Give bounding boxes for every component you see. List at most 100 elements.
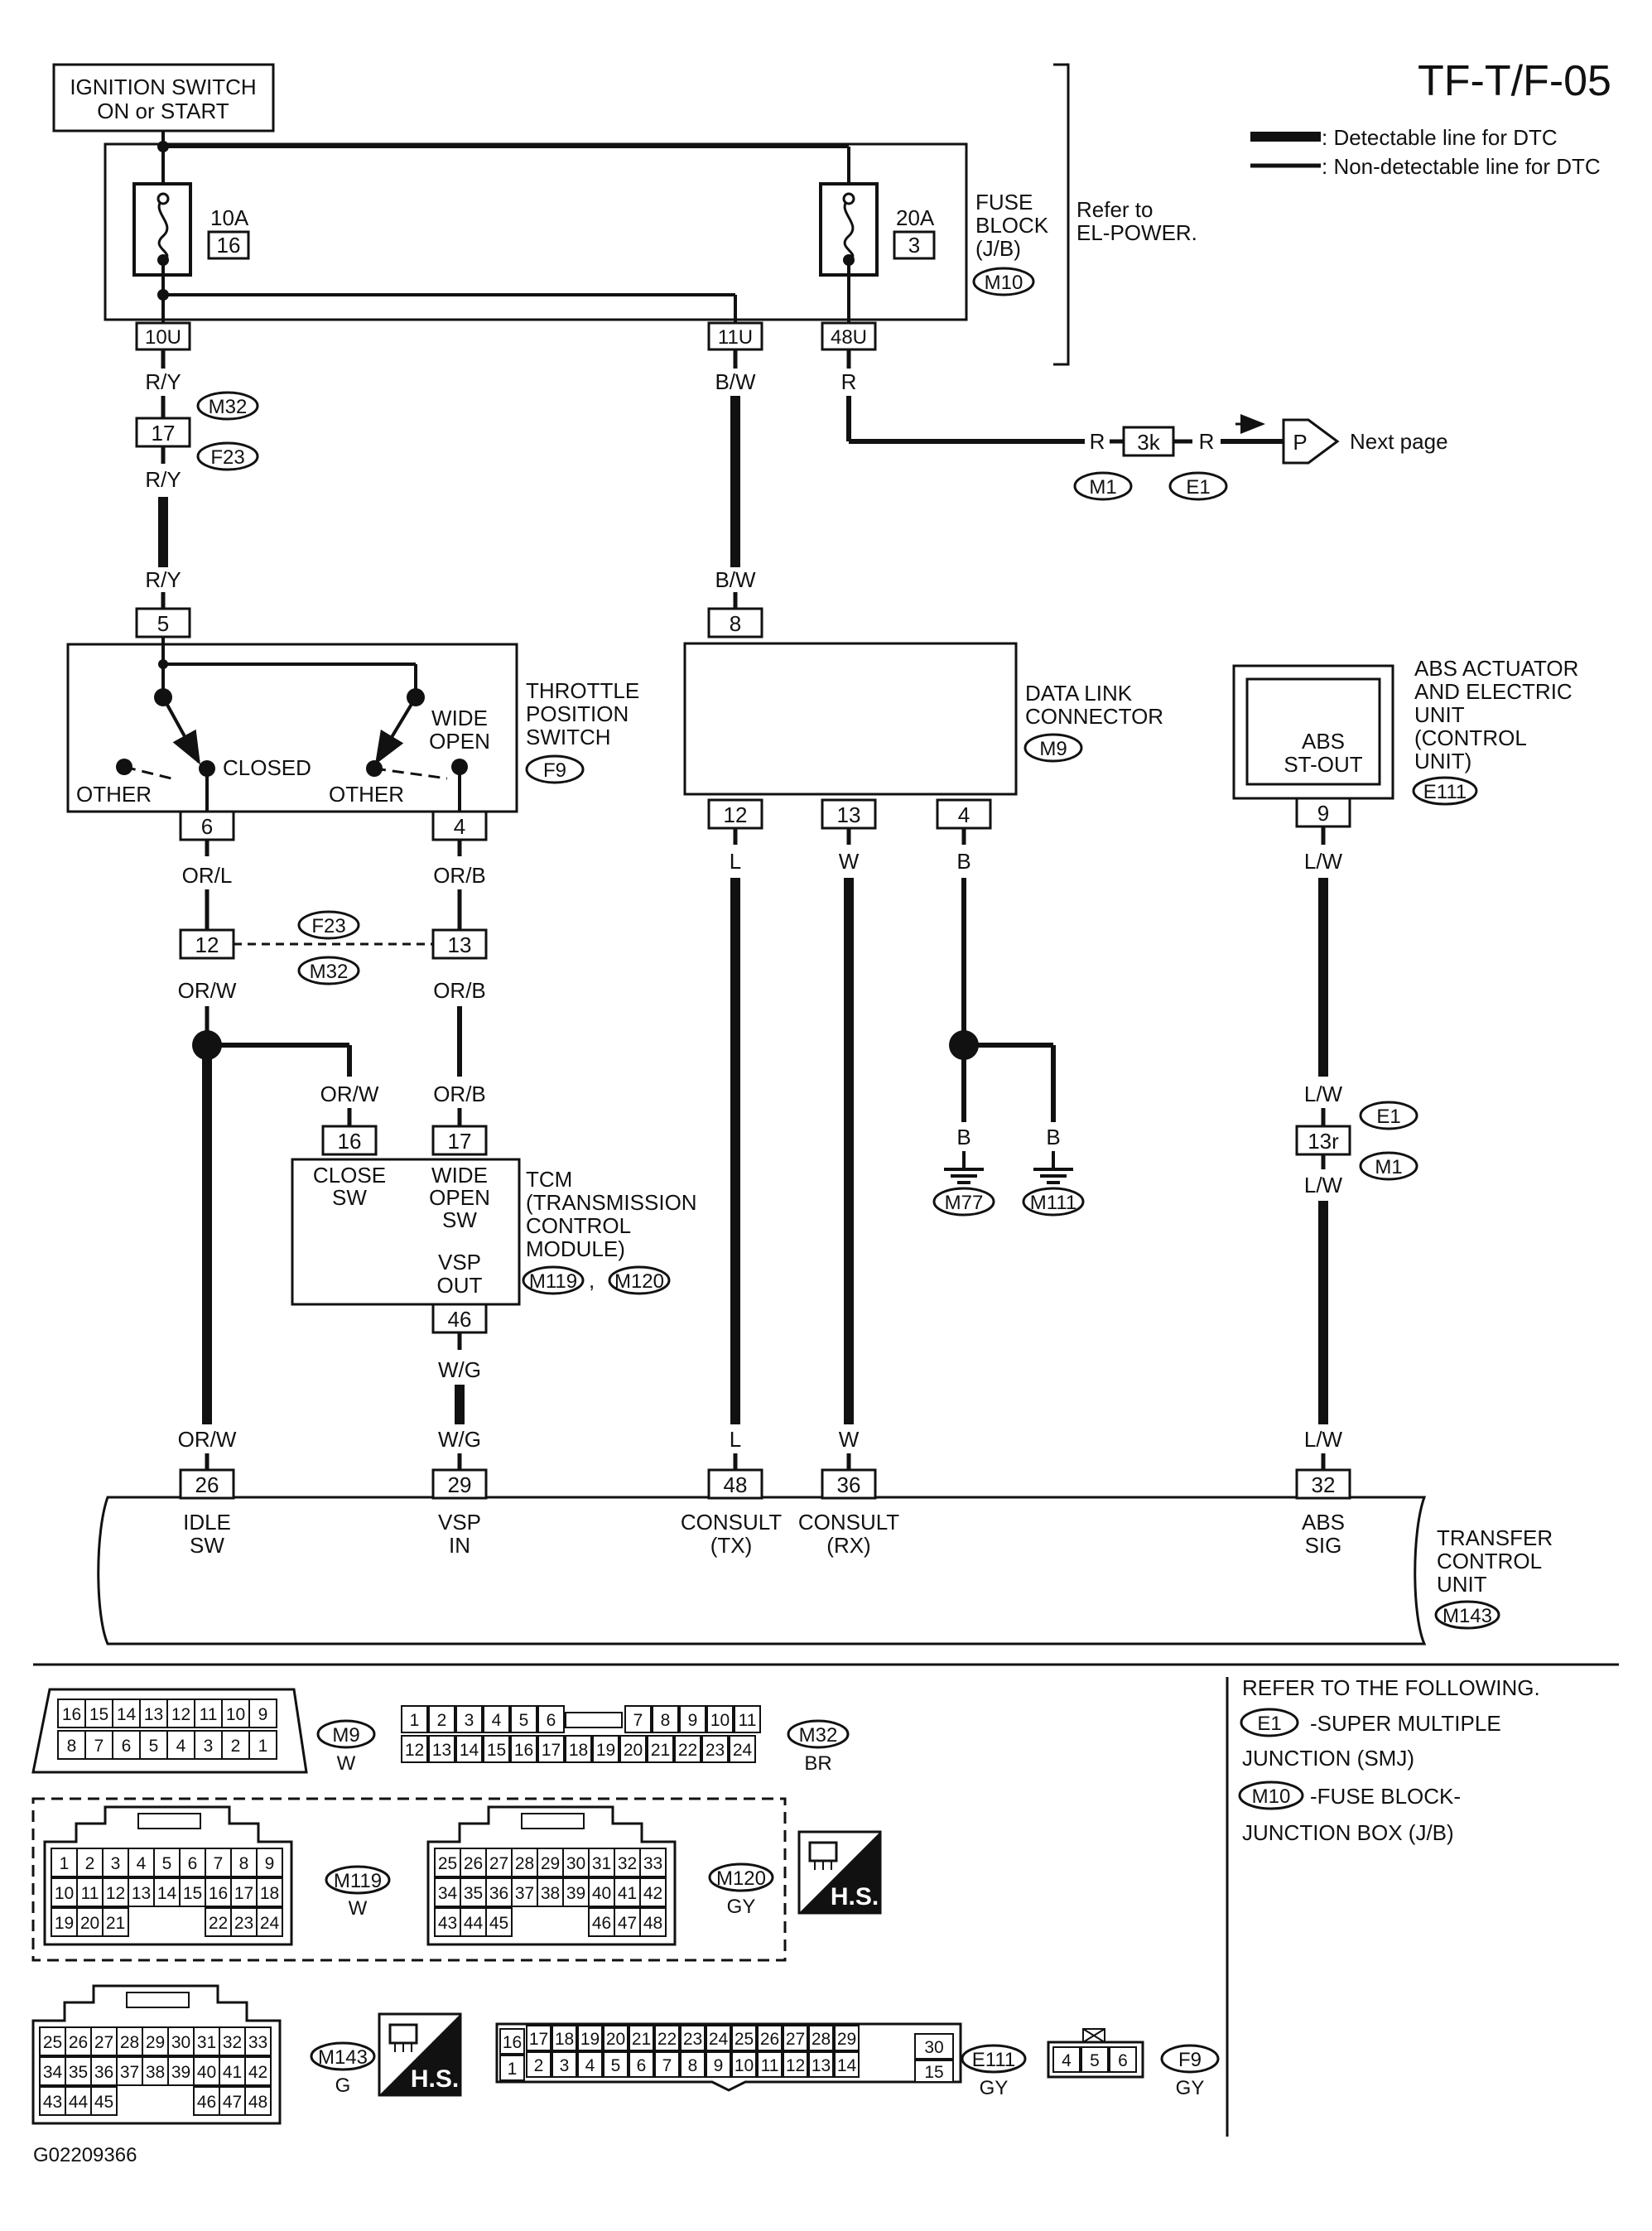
m32-pin: 19 xyxy=(596,1741,615,1760)
fuse-block xyxy=(104,131,968,323)
pin-box xyxy=(821,321,877,351)
tcm-connector-frame xyxy=(31,1797,787,1962)
m9-pin: 7 xyxy=(94,1737,104,1756)
connector-e1: E1 xyxy=(1186,476,1210,499)
connector-badge xyxy=(1073,471,1133,501)
pin-cell xyxy=(248,1730,277,1760)
legend-detectable: : Detectable line for DTC xyxy=(1322,125,1558,150)
pin-cell xyxy=(76,1848,104,1877)
f9-pin: 4 xyxy=(1062,2051,1072,2070)
pin-cell xyxy=(167,2026,195,2056)
wire-color-bw: B/W xyxy=(715,369,756,394)
m120-pin: 33 xyxy=(643,1854,662,1873)
abs-inner-label: ST-OUT xyxy=(1284,752,1362,777)
e111-pin: 18 xyxy=(555,2030,574,2049)
fuse1-amp: 10A xyxy=(210,205,249,230)
pin-cell xyxy=(166,1699,195,1728)
m9-pin: 11 xyxy=(200,1705,218,1724)
tcm-label: TCM xyxy=(526,1167,572,1192)
m120-pin: 28 xyxy=(515,1854,534,1873)
m32-pin: 15 xyxy=(487,1741,506,1760)
f9-color: GY xyxy=(1176,2077,1205,2099)
refer-e1-id: E1 xyxy=(1257,1713,1281,1735)
page-pointer-letter: P xyxy=(1293,430,1307,455)
throttle-label-2: POSITION xyxy=(526,701,629,726)
wire-color-r: R xyxy=(841,369,857,394)
pin-cell xyxy=(783,2025,808,2051)
joint-connector-13r: 13r xyxy=(1308,1129,1339,1154)
e111-color: GY xyxy=(980,2077,1009,2099)
m32-pin: 21 xyxy=(651,1741,670,1760)
pin-cell xyxy=(219,2086,246,2116)
pin-box xyxy=(821,798,877,830)
pin-cell xyxy=(834,2051,860,2078)
e111-pin: 9 xyxy=(714,2056,724,2075)
joint-connector-box xyxy=(1122,426,1175,457)
connector-badge xyxy=(1022,1187,1085,1217)
e111-pin: 13 xyxy=(812,2056,831,2075)
wire-color-bw: B/W xyxy=(715,567,756,592)
m32-pin: 16 xyxy=(514,1741,533,1760)
pin-cell xyxy=(194,1699,223,1728)
connector-badge xyxy=(708,1862,774,1892)
m143-pin: 30 xyxy=(171,2033,190,2052)
e111-id: E111 xyxy=(972,2049,1016,2071)
wire-color-ry: R/Y xyxy=(145,369,181,394)
pin-cell xyxy=(652,1705,679,1733)
m32-pin: 20 xyxy=(624,1741,643,1760)
m120-pin: 40 xyxy=(592,1884,611,1903)
connector-badge xyxy=(1160,2044,1220,2074)
fuse1-number: 16 xyxy=(217,233,241,258)
e111-pin: 19 xyxy=(580,2030,600,2049)
connector-badge xyxy=(787,1719,850,1749)
pin-cell xyxy=(102,1907,129,1937)
pin-cell xyxy=(499,2055,525,2081)
pin-cell xyxy=(654,2051,680,2078)
pin-cell xyxy=(603,2025,629,2051)
m143-pin: 33 xyxy=(248,2033,267,2052)
pin-cell xyxy=(244,2056,272,2086)
m120-pin: 47 xyxy=(618,1914,637,1933)
m119-pin: 14 xyxy=(157,1884,177,1903)
tcm-pin: 16 xyxy=(338,1129,362,1154)
pin-cell xyxy=(701,1735,729,1763)
tcu-pin: 32 xyxy=(1312,1472,1336,1497)
e111-pin: 3 xyxy=(560,2056,570,2075)
m120-id: M120 xyxy=(716,1867,766,1890)
pin-cell xyxy=(510,1705,537,1733)
connector-m32: M32 xyxy=(310,961,349,983)
pin-cell xyxy=(455,1735,483,1763)
refer-m10-id: M10 xyxy=(1252,1785,1291,1808)
abs-label: AND ELECTRIC xyxy=(1414,679,1573,704)
m120-pin: 30 xyxy=(566,1854,585,1873)
wire-color-ry: R/Y xyxy=(145,467,181,492)
pin-cell xyxy=(434,1848,461,1877)
m32-pin: 8 xyxy=(661,1711,671,1730)
dlc-box xyxy=(683,642,1018,796)
m119-pin: 19 xyxy=(55,1914,74,1933)
connector-badge xyxy=(325,1865,391,1895)
pin-cell xyxy=(116,2056,143,2086)
m120-pin: 27 xyxy=(489,1854,508,1873)
pin-cell xyxy=(90,2026,118,2056)
m120-pin: 29 xyxy=(541,1854,560,1873)
pin-cell xyxy=(455,1705,483,1733)
hs-label: H.S. xyxy=(411,2065,459,2093)
wire-color-lw: L/W xyxy=(1304,1427,1343,1452)
wire-color-b: B xyxy=(956,849,970,874)
refer-heading: REFER TO THE FOLLOWING. xyxy=(1242,1675,1540,1700)
m32-pin: 17 xyxy=(542,1741,561,1760)
pin-cell xyxy=(565,1712,623,1728)
harness-side-icon xyxy=(797,1830,882,1915)
connector-outline xyxy=(426,1805,677,1946)
pin-box xyxy=(707,607,763,638)
m120-pin: 39 xyxy=(566,1884,585,1903)
pin-cell xyxy=(654,2025,680,2051)
m9-color: W xyxy=(337,1752,356,1775)
tcu-signal-label: VSP xyxy=(438,1510,481,1535)
tcu-signal-label: CONSULT xyxy=(681,1510,782,1535)
pin-cell xyxy=(731,2051,757,2078)
m143-pin: 43 xyxy=(43,2093,62,2112)
wire-color-w: W xyxy=(839,849,860,874)
